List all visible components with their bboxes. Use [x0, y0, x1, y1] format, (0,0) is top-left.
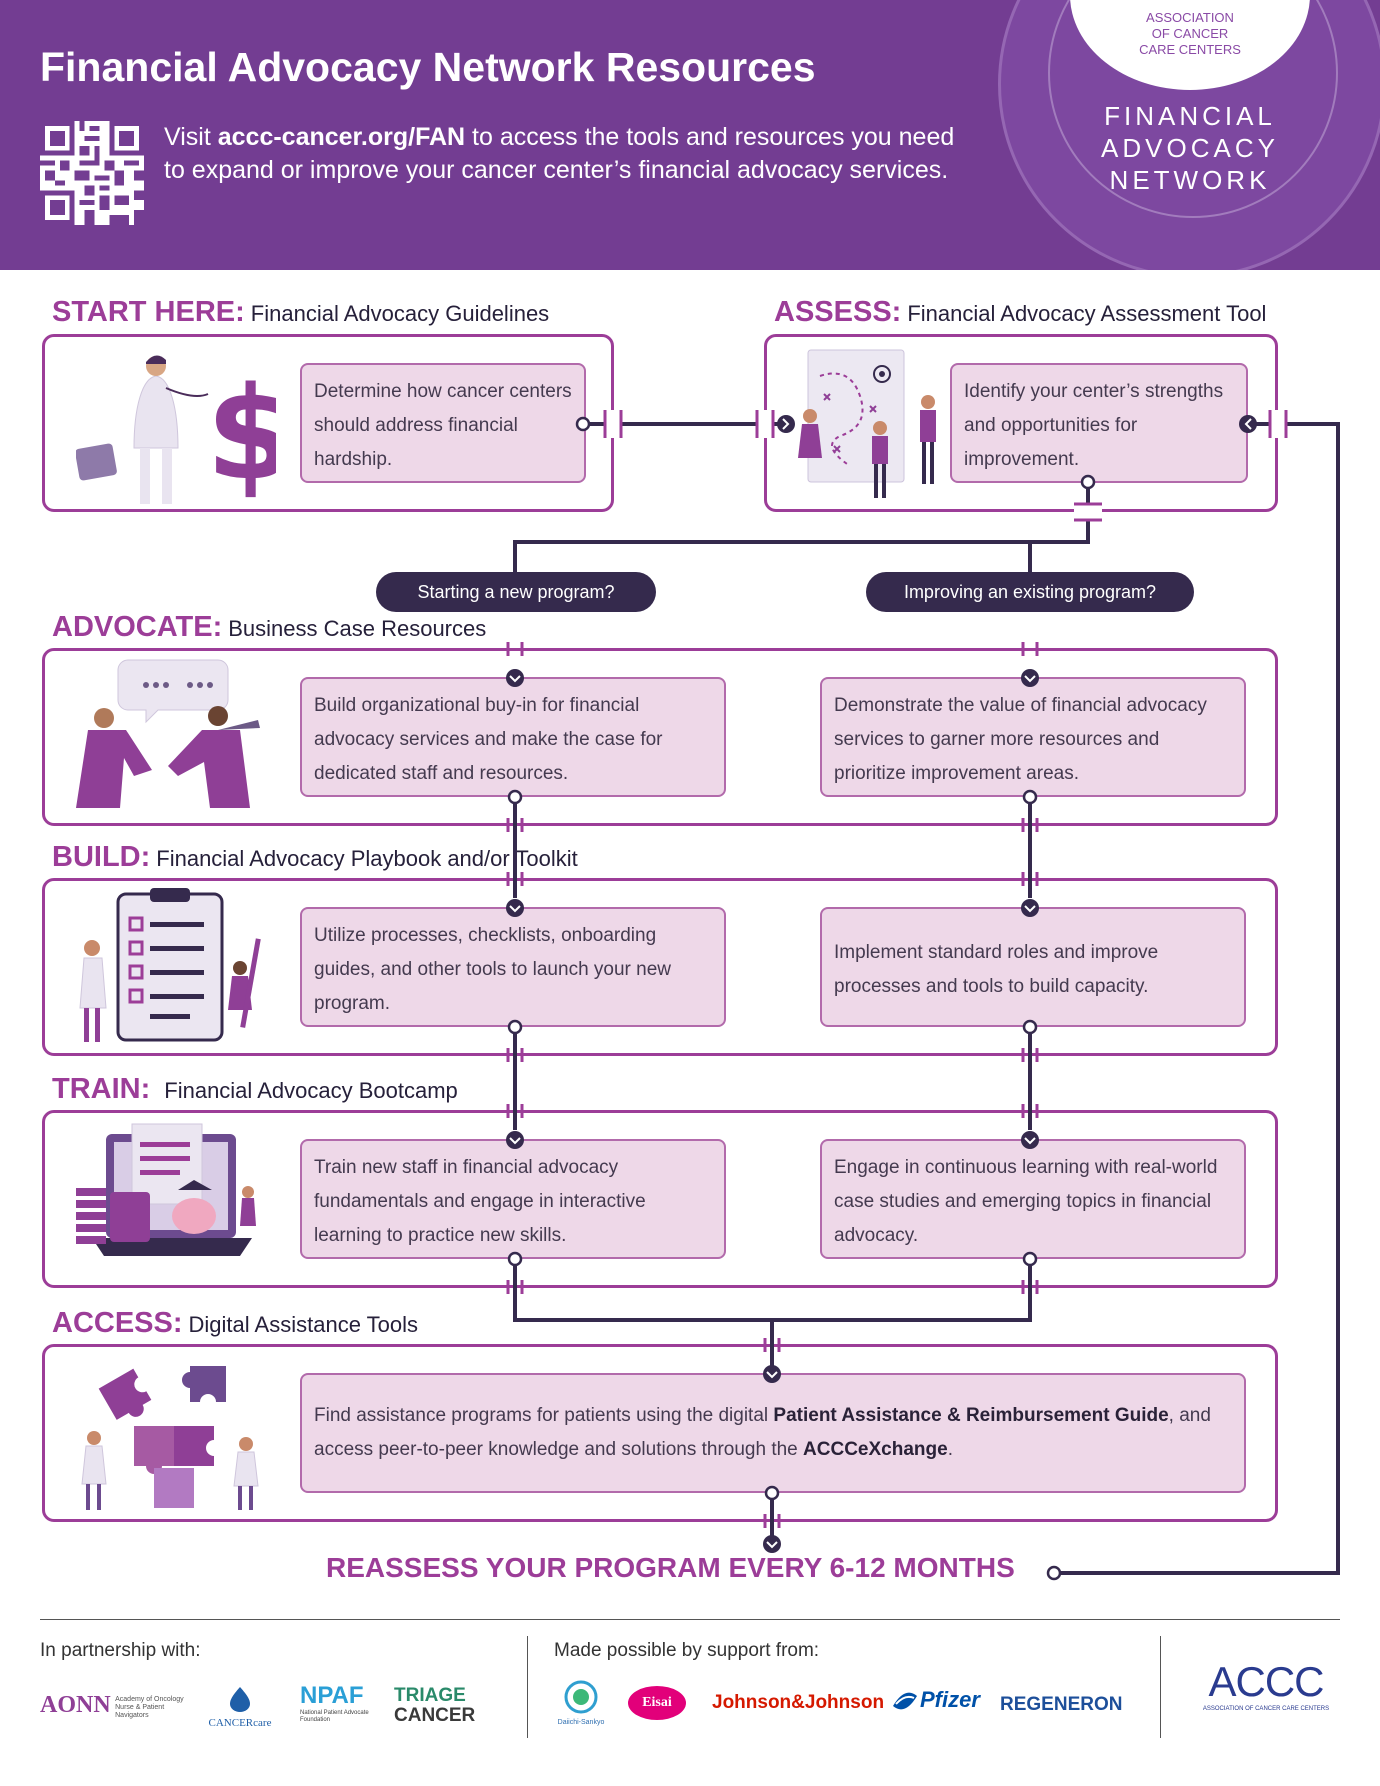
assess-title[interactable]: Financial Advocacy Assessment Tool — [907, 301, 1267, 326]
access-text-3: . — [947, 1439, 953, 1460]
laptop-piggybank-illustration — [76, 1123, 256, 1256]
access-text-box: Find assistance programs for patients us… — [300, 1373, 1246, 1493]
start-label: START HERE: — [52, 296, 245, 328]
access-text-1: Find assistance programs for patients us… — [314, 1405, 774, 1426]
start-title[interactable]: Financial Advocacy Guidelines — [250, 301, 550, 326]
access-label: ACCESS: — [52, 1307, 183, 1339]
advocate-title[interactable]: Business Case Resources — [228, 616, 487, 641]
cancercare-logo[interactable]: CANCERcare — [200, 1686, 280, 1729]
header-banner: ASSOCIATION OF CANCER CARE CENTERS FINAN… — [0, 0, 1380, 270]
build-new-text-box: Utilize processes, checklists, onboardin… — [300, 907, 726, 1027]
train-existing-text-box: Engage in continuous learning with real-… — [820, 1139, 1246, 1259]
advocate-existing-text-box: Demonstrate the value of financial advoc… — [820, 677, 1246, 797]
assess-label: ASSESS: — [774, 296, 902, 328]
triage-cancer-logo[interactable]: TRIAGE CANCER — [394, 1685, 476, 1726]
start-heading: START HERE:Financial Advocacy Guidelines — [52, 296, 549, 329]
train-title[interactable]: Financial Advocacy Bootcamp — [164, 1078, 458, 1103]
cancercare-drop-icon — [230, 1687, 250, 1712]
reassess-label: REASSESS YOUR PROGRAM EVERY 6-12 MONTHS — [326, 1552, 1015, 1583]
access-heading: ACCESS:Digital Assistance Tools — [52, 1307, 418, 1340]
build-existing-text-box: Implement standard roles and improve pro… — [820, 907, 1246, 1027]
association-name: ASSOCIATION OF CANCER CARE CENTERS — [1139, 10, 1241, 57]
doctor-dollar-illustration: $ — [76, 355, 276, 508]
assessment-team-illustration — [798, 349, 936, 498]
footer-vertical-divider-1 — [527, 1636, 528, 1738]
intro-suffix: to access the tools and resources you ne… — [164, 123, 955, 184]
build-heading: BUILD:Financial Advocacy Playbook and/or… — [52, 841, 578, 874]
checklist-illustration — [79, 888, 261, 1042]
intro-prefix: Visit — [164, 123, 218, 151]
train-new-text-box: Train new staff in financial advocacy fu… — [300, 1139, 726, 1259]
support-label: Made possible by support from: — [554, 1640, 820, 1661]
acccexchange-link[interactable]: ACCCeXchange — [803, 1439, 948, 1460]
handshake-illustration — [76, 659, 260, 808]
daiichi-sankyo-icon — [564, 1680, 598, 1714]
puzzle-team-illustration — [81, 1366, 259, 1510]
daiichi-sankyo-logo[interactable]: Daiichi-Sankyo — [556, 1680, 606, 1726]
advocate-new-text-box: Build organizational buy-in for financia… — [300, 677, 726, 797]
access-title[interactable]: Digital Assistance Tools — [188, 1312, 419, 1337]
partnership-label: In partnership with: — [40, 1640, 201, 1661]
johnson-johnson-logo[interactable]: Johnson&Johnson — [712, 1692, 885, 1713]
assess-heading: ASSESS:Financial Advocacy Assessment Too… — [774, 296, 1266, 329]
starting-new-program-pill: Starting a new program? — [376, 572, 656, 612]
svg-text:$: $ — [206, 360, 276, 508]
assess-text-box: Identify your center’s strengths and opp… — [950, 363, 1248, 483]
qr-code-icon[interactable] — [40, 121, 144, 225]
advocate-label: ADVOCATE: — [52, 611, 223, 643]
improving-existing-program-pill: Improving an existing program? — [866, 572, 1194, 612]
intro-text: Visit accc-cancer.org/FAN to access the … — [164, 121, 964, 187]
footer-vertical-divider-2 — [1160, 1636, 1161, 1738]
pfizer-logo[interactable]: Pfizer — [890, 1686, 980, 1716]
patient-assistance-guide-link[interactable]: Patient Assistance & Reimbursement Guide — [773, 1405, 1169, 1426]
train-label: TRAIN: — [52, 1073, 151, 1105]
fan-url-link[interactable]: accc-cancer.org/FAN — [217, 123, 466, 151]
regeneron-logo[interactable]: REGENERON — [1000, 1694, 1123, 1715]
build-label: BUILD: — [52, 841, 151, 873]
start-text-box: Determine how cancer centers should addr… — [300, 363, 586, 483]
pfizer-helix-icon — [893, 1692, 917, 1710]
train-heading: TRAIN: Financial Advocacy Bootcamp — [52, 1073, 458, 1106]
footer-divider — [40, 1619, 1340, 1620]
network-name: FINANCIAL ADVOCACY NETWORK — [1101, 101, 1279, 195]
page-title: Financial Advocacy Network Resources — [40, 44, 816, 90]
advocate-heading: ADVOCATE:Business Case Resources — [52, 611, 486, 644]
accc-logo[interactable]: ACCC ASSOCIATION OF CANCER CARE CENTERS — [1202, 1658, 1330, 1712]
build-title[interactable]: Financial Advocacy Playbook and/or Toolk… — [156, 846, 578, 871]
aonn-logo[interactable]: AONN Academy of Oncology Nurse & Patient… — [40, 1692, 184, 1719]
npaf-logo[interactable]: NPAF National Patient Advocate Foundatio… — [300, 1682, 369, 1723]
eisai-logo[interactable]: Eisai — [628, 1686, 686, 1720]
